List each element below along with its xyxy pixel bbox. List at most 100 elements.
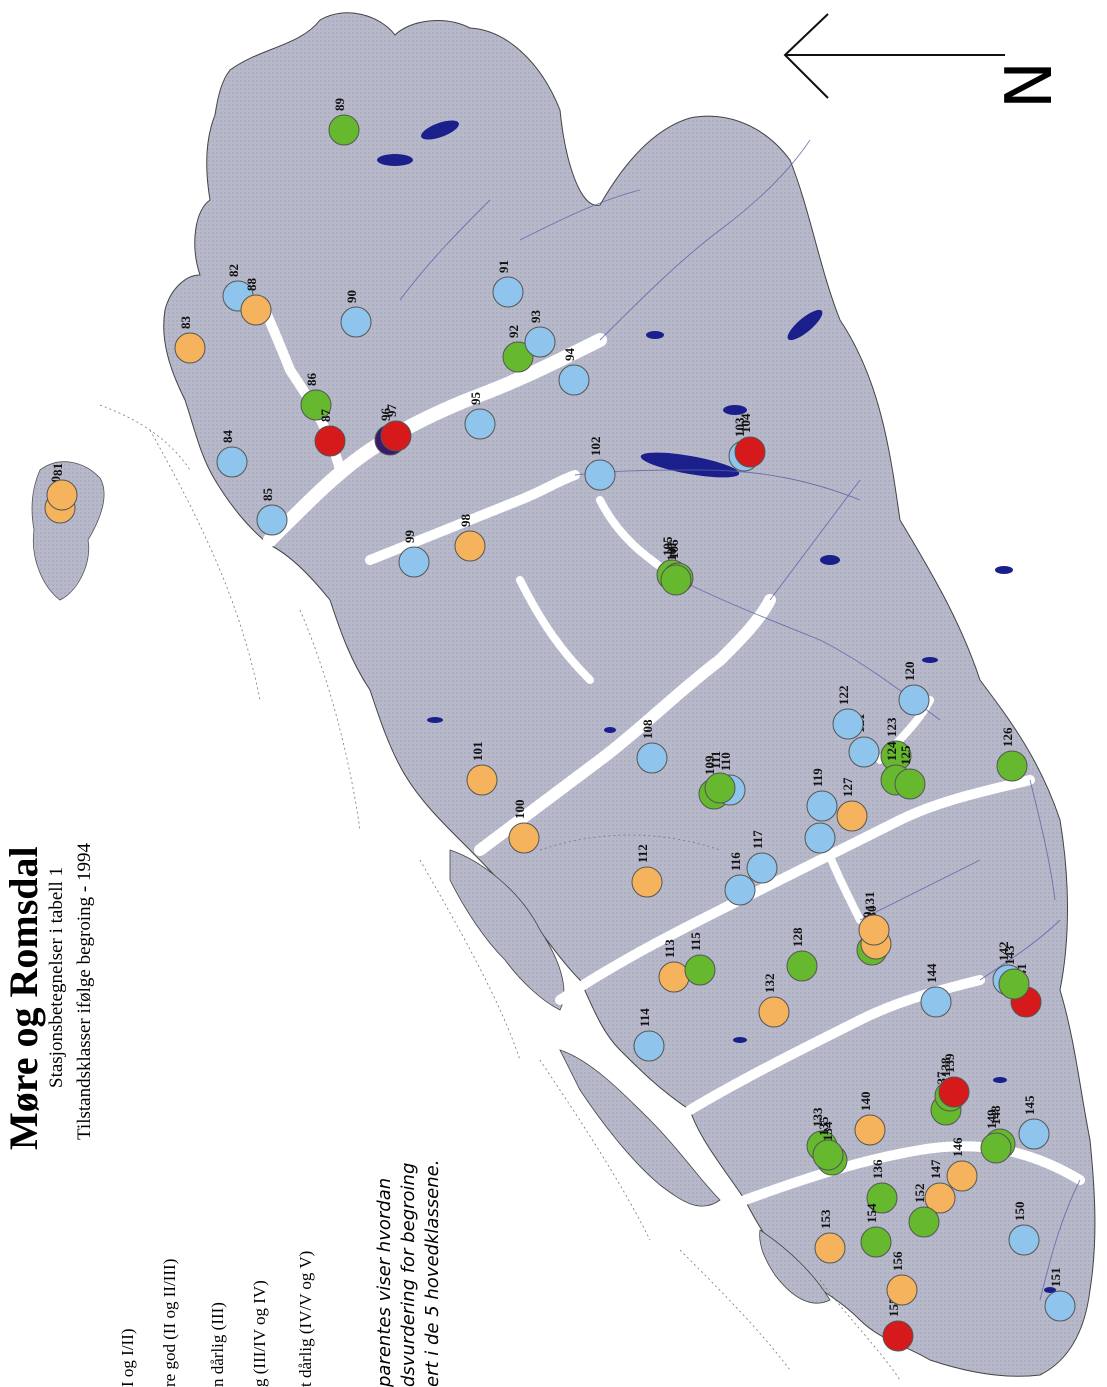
station-marker [908, 1206, 940, 1238]
station-label: 84 [220, 430, 235, 444]
station-label: 100 [512, 800, 527, 820]
station-marker [240, 294, 272, 326]
station-label: 147 [928, 1159, 943, 1179]
station-111: 111 [704, 751, 736, 804]
station-label: 92 [506, 325, 521, 338]
station-label: 110 [718, 752, 733, 771]
station-label: 101 [470, 742, 485, 762]
station-label: 153 [818, 1209, 833, 1229]
station-marker [524, 326, 556, 358]
north-arrow [783, 13, 1005, 99]
station-label: 96 [378, 408, 393, 422]
station-marker [1018, 1118, 1050, 1150]
station-label: 113 [662, 939, 677, 958]
station-132: 132 [758, 974, 790, 1028]
station-marker [636, 742, 668, 774]
station-89: 89 [328, 98, 360, 146]
station-marker [1008, 1224, 1040, 1256]
station-label: 103 [732, 417, 747, 437]
boundary-lines [99, 404, 901, 1381]
station-152: 152 [908, 1184, 940, 1238]
station-135: 135 [812, 1116, 844, 1171]
station-90: 90 [340, 290, 372, 338]
station-marker [882, 1320, 914, 1352]
station-81: 81 [46, 463, 78, 511]
station-144: 144 [920, 963, 952, 1018]
station-104: 104 [734, 413, 766, 468]
mainland [163, 12, 1096, 1377]
station-label: 119 [810, 768, 825, 787]
station-label: 83 [178, 316, 193, 330]
station-marker [558, 364, 590, 396]
station-marker [174, 332, 206, 364]
station-label: 140 [858, 1092, 873, 1112]
station-146: 146 [946, 1137, 978, 1192]
station-label: 142 [996, 942, 1011, 962]
station-label: 116 [728, 852, 743, 871]
station-marker [398, 546, 430, 578]
station-98: 98 [454, 514, 486, 562]
station-marker [300, 389, 332, 421]
station-113: 113 [658, 939, 690, 993]
station-marker [633, 1030, 665, 1062]
station-label: 136 [870, 1159, 885, 1179]
station-label: 148 [988, 1105, 1003, 1125]
station-marker [980, 1132, 1012, 1164]
station-label: 98 [458, 514, 473, 528]
station-123: 123 [880, 717, 912, 772]
station-label: 111 [708, 751, 723, 769]
station-marker [46, 479, 78, 511]
island-west-1 [449, 849, 565, 1011]
station-marker [502, 341, 534, 373]
station-label: 123 [884, 717, 899, 737]
station-marker [920, 986, 952, 1018]
station-marker [886, 1274, 918, 1306]
station-label: 115 [688, 932, 703, 951]
station-131: 131 [858, 892, 890, 946]
station-label: 104 [738, 413, 753, 433]
station-label: 93 [528, 310, 543, 324]
station-label: 90 [344, 290, 359, 303]
station-label: 124 [884, 741, 899, 761]
station-label: 154 [864, 1203, 879, 1223]
station-marker [938, 1076, 970, 1108]
station-label: 143 [1002, 945, 1017, 965]
station-marker [998, 968, 1030, 1000]
station-149: 149 [980, 1109, 1012, 1164]
station-marker [1044, 1290, 1076, 1322]
station-marker [314, 425, 346, 457]
station-marker [858, 914, 890, 946]
stations-layer: 8081828384858687888990919293949596979899… [44, 98, 1076, 1352]
station-label: 86 [304, 373, 319, 387]
station-154: 154 [860, 1203, 892, 1258]
station-label: 149 [984, 1109, 999, 1129]
station-label: 150 [1012, 1202, 1027, 1222]
station-155: 155 [882, 1297, 914, 1352]
station-83: 83 [174, 316, 206, 364]
station-147: 147 [924, 1159, 956, 1214]
station-label: 89 [332, 98, 347, 112]
station-143: 143 [998, 945, 1030, 1000]
station-label: 151 [1048, 1268, 1063, 1288]
station-117: 117 [746, 830, 778, 884]
station-marker [946, 1160, 978, 1192]
station-95: 95 [464, 392, 496, 440]
station-marker [660, 564, 692, 596]
station-86: 86 [300, 373, 332, 421]
station-marker [584, 459, 616, 491]
station-150: 150 [1008, 1202, 1040, 1256]
station-88: 88 [240, 278, 272, 326]
station-marker [704, 772, 736, 804]
station-marker [658, 961, 690, 993]
station-label: 146 [950, 1137, 965, 1157]
station-label: 87 [318, 409, 333, 423]
station-label: 82 [226, 264, 241, 277]
station-127: 127 [836, 777, 868, 832]
station-136: 136 [866, 1159, 898, 1214]
station-label: 133 [810, 1107, 825, 1127]
station-153: 153 [814, 1209, 846, 1264]
station-label: 120 [902, 662, 917, 682]
station-140: 140 [854, 1092, 886, 1146]
station-99: 99 [398, 530, 430, 578]
